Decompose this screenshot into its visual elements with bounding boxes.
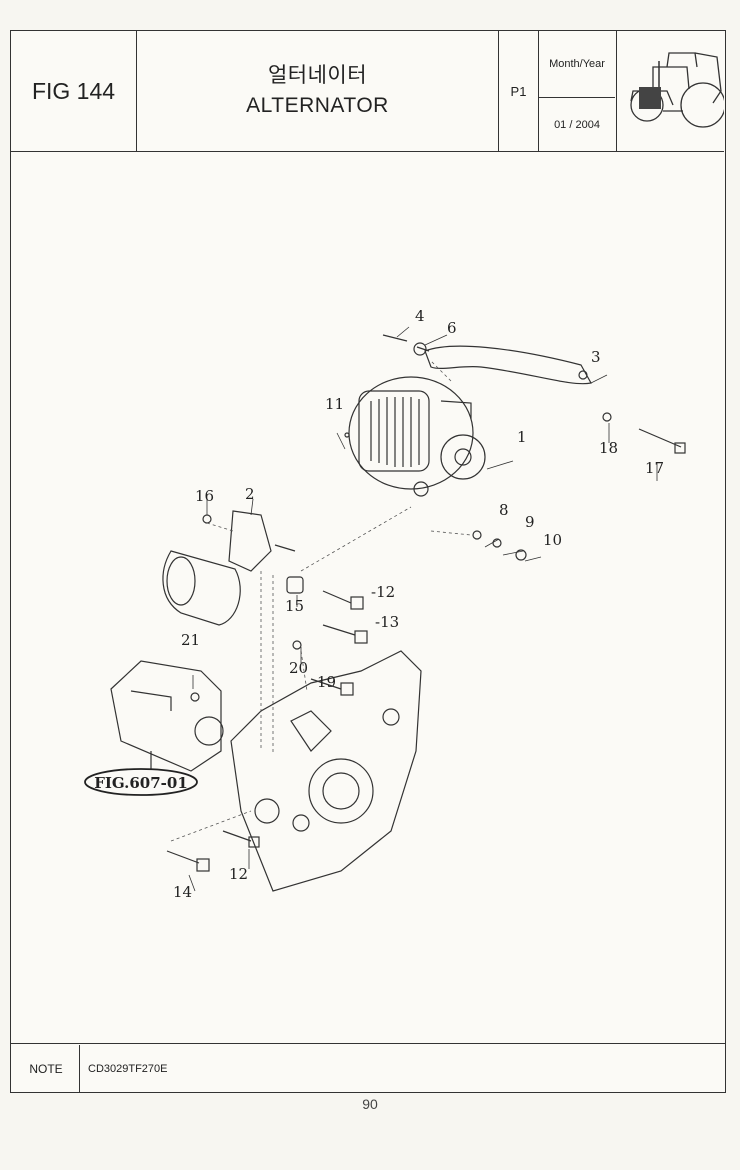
bracket-part [424, 345, 592, 385]
bolts [166, 334, 686, 872]
callout-6: 6 [447, 319, 457, 337]
page-number: 90 [362, 1096, 378, 1112]
callout-2: 2 [245, 485, 255, 503]
fig-reference-callout: FIG.607-01 [84, 768, 198, 796]
callout-4: 4 [415, 307, 425, 325]
callout-18: 18 [599, 439, 618, 457]
header-table: FIG 144 얼터네이터 ALTERNATOR P1 Month/Year 0… [11, 31, 726, 152]
pump-part [110, 660, 224, 772]
figure-number: FIG 144 [11, 31, 137, 151]
date-value: 01 / 2004 [554, 118, 600, 131]
callout-1: 1 [517, 428, 527, 446]
title-korean: 얼터네이터 [267, 64, 368, 87]
callout-20: 20 [289, 659, 308, 677]
callout-19: 19 [317, 673, 336, 691]
callout-12b: 12 [229, 865, 248, 883]
filter-bracket-part [162, 510, 272, 626]
tractor-icon [630, 52, 726, 128]
callout-11: 11 [325, 395, 344, 413]
alternator-exploded-diagram: 4 6 3 11 1 18 17 16 2 8 9 10 -12 -13 15 … [84, 307, 686, 901]
callout-12a: -12 [371, 583, 395, 601]
page-frame: FIG 144 얼터네이터 ALTERNATOR P1 Month/Year 0… [10, 30, 726, 1093]
timing-cover-part [230, 650, 422, 892]
page-code: P1 [499, 31, 539, 151]
date-cell: Month/Year 01 / 2004 [539, 31, 617, 151]
callout-15: 15 [285, 597, 304, 615]
footer-bar [10, 1043, 726, 1094]
alternator-part [348, 376, 486, 497]
callout-9: 9 [525, 513, 535, 531]
callout-3: 3 [591, 348, 601, 366]
date-label: Month/Year [539, 31, 615, 98]
callout-17: 17 [645, 459, 664, 477]
title-cell: 얼터네이터 ALTERNATOR [137, 31, 499, 151]
callout-8: 8 [499, 501, 509, 519]
fig-reference-label: FIG.607-01 [94, 774, 188, 792]
callout-16: 16 [195, 487, 214, 505]
note-value: CD3029TF270E [88, 1062, 168, 1075]
callout-21: 21 [181, 631, 200, 649]
callout-10: 10 [543, 531, 562, 549]
callout-13: -13 [375, 613, 399, 631]
title-english: ALTERNATOR [246, 94, 389, 117]
tractor-thumbnail [617, 31, 726, 151]
callout-14: 14 [173, 883, 192, 901]
note-label: NOTE [13, 1045, 80, 1092]
